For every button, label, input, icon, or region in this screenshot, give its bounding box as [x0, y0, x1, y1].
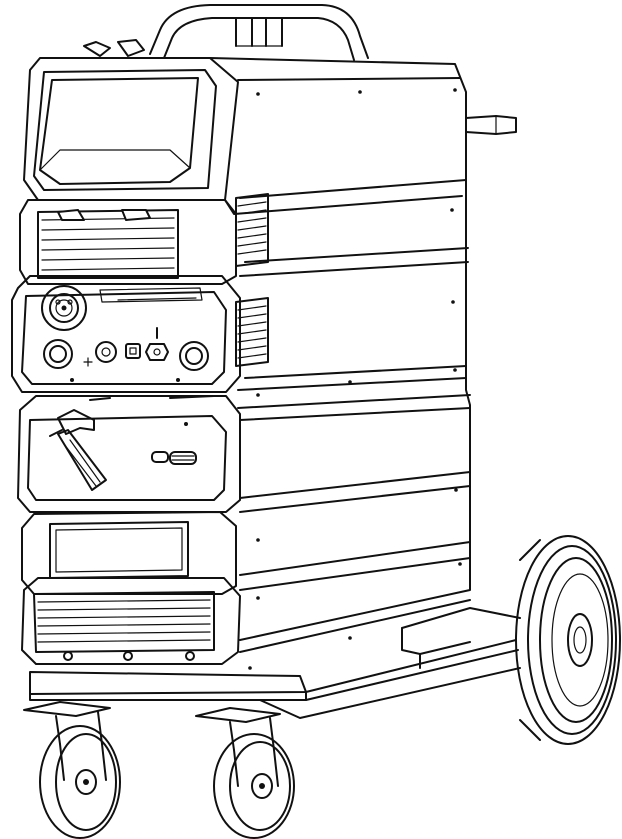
side-vent-upper	[235, 193, 269, 267]
lower-front-panel	[21, 511, 237, 595]
front-control-panel	[11, 275, 241, 393]
side-vent-lower	[235, 297, 269, 367]
cabinet-side	[209, 57, 517, 670]
large-rear-wheel	[515, 535, 621, 745]
trolley-base	[23, 607, 521, 751]
front-top-cover	[23, 57, 239, 201]
front-panel-upper	[19, 199, 237, 285]
bottom-grille	[21, 577, 241, 665]
front-caster-left	[39, 725, 121, 839]
front-caster-right	[213, 733, 295, 839]
carry-handle	[83, 4, 369, 61]
wire-feeder-front	[17, 395, 241, 513]
